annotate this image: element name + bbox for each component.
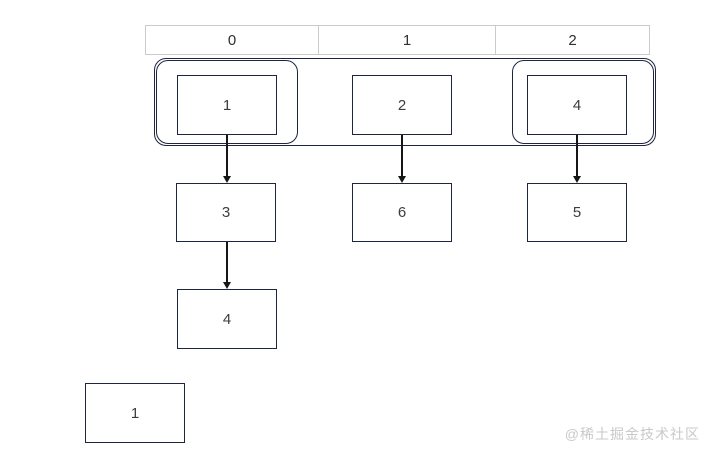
- arrow-2-to-6-head-icon: [397, 176, 406, 183]
- bucket-index-header: 0 1 2: [145, 25, 650, 55]
- head-row-container-outline: [154, 58, 656, 146]
- isolated-node: 1: [85, 383, 185, 443]
- bucket-header-cell-0: 0: [227, 31, 237, 49]
- chain-node-bucket2-1: 5: [527, 183, 627, 242]
- arrow-1-to-3-head-icon: [222, 176, 231, 183]
- arrow-4-to-5-line: [576, 135, 578, 177]
- head-node-bucket0: 1: [177, 75, 277, 135]
- chain-node-bucket0-2: 4: [177, 289, 277, 349]
- bucket-header-cell-1: 1: [318, 26, 495, 54]
- head-node-bucket1: 2: [352, 75, 452, 135]
- chain-node-bucket0-1: 3: [176, 183, 276, 242]
- watermark: @稀土掘金技术社区: [564, 426, 700, 442]
- arrow-1-to-3-line: [226, 135, 228, 177]
- arrow-3-to-4-head-icon: [222, 281, 231, 289]
- chain-node-bucket1-1: 6: [352, 183, 452, 242]
- bucket-header-cell-2: 2: [495, 26, 649, 54]
- arrow-4-to-5-head-icon: [572, 176, 581, 183]
- head-node-bucket2: 4: [527, 75, 627, 135]
- arrow-3-to-4-line: [226, 242, 228, 282]
- arrow-2-to-6-line: [401, 135, 403, 177]
- head-node-4-highlight-outline: [512, 60, 654, 144]
